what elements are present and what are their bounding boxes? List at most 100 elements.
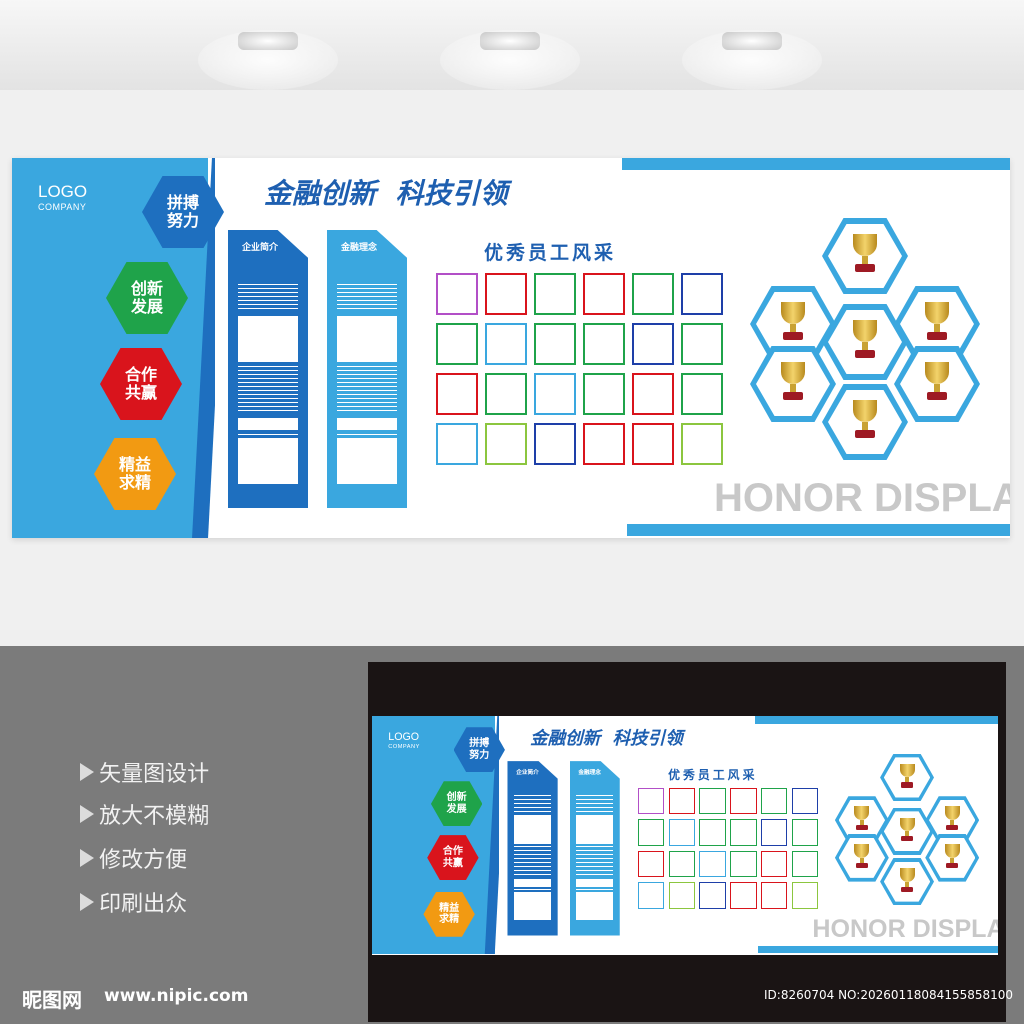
trophy-stem	[860, 857, 864, 863]
staff-photo-frame	[760, 788, 788, 815]
staff-photo-frame	[632, 423, 674, 465]
staff-photo-frame	[699, 819, 726, 846]
watermark-brand: 昵图网	[22, 988, 82, 1012]
trophy-icon	[853, 400, 877, 422]
staff-photo-frame	[583, 373, 625, 415]
staff-photo-frame	[485, 423, 527, 465]
staff-photo-frame	[637, 788, 665, 815]
panel-finance-idea-photo	[575, 815, 614, 844]
trophy-stem	[905, 777, 909, 783]
arrow-icon	[80, 893, 94, 911]
value-hex-4: 精益 求精	[423, 891, 475, 937]
value-hex-2: 创新 发展	[430, 781, 483, 827]
trophy-base	[855, 264, 875, 272]
staff-title: 优秀员工风采	[668, 768, 758, 783]
value-hex-2: 创新 发展	[106, 262, 188, 334]
trophy-base	[927, 392, 947, 400]
trophy-icon	[944, 843, 960, 858]
panel-finance-idea-lines	[575, 795, 614, 813]
bottom-accent-bar	[757, 945, 998, 954]
trophy-stem	[950, 857, 955, 863]
honor-display-text: HONOR DISPLAY	[714, 476, 1010, 520]
panel-company-intro-lines	[238, 284, 298, 312]
trophy-icon	[925, 302, 949, 324]
trophy-stem	[934, 324, 940, 332]
staff-photo-frame	[436, 323, 478, 365]
staff-photo-frame	[791, 882, 818, 909]
staff-photo-frame	[485, 273, 527, 315]
staff-photo-frame	[668, 819, 696, 846]
trophy-base	[783, 332, 803, 340]
logo: LOGO	[38, 182, 88, 201]
panel-company-intro-photo	[238, 438, 298, 484]
staff-photo-frame	[637, 850, 665, 878]
trophy-icon	[899, 867, 915, 882]
staff-photo-frame	[534, 423, 576, 465]
panel-company-intro-photo	[238, 418, 298, 430]
value-hex-3: 合作 共赢	[427, 835, 479, 881]
company-name: COMPANY	[38, 202, 87, 212]
staff-photo-frame	[760, 882, 788, 909]
trophy-icon	[854, 843, 870, 858]
headline: 金融创新 科技引领	[264, 177, 508, 210]
arrow-icon	[80, 849, 94, 867]
trophy-stem	[862, 342, 868, 350]
trophy-icon	[781, 362, 805, 384]
staff-photo-frame	[436, 273, 478, 315]
panel-finance-idea-lines	[337, 284, 397, 312]
staff-photo-frame	[760, 850, 788, 878]
top-accent-bar	[754, 716, 998, 724]
staff-photo-frame	[791, 788, 818, 815]
staff-photo-frame	[699, 788, 726, 815]
company-name: COMPANY	[388, 743, 420, 750]
trophy-base	[855, 350, 875, 358]
trophy-icon	[781, 302, 805, 324]
value-hex-3: 合作 共赢	[100, 348, 182, 420]
staff-photo-frame	[436, 373, 478, 415]
panel-finance-idea-lines	[337, 366, 397, 414]
trophy-icon	[899, 817, 915, 832]
staff-photo-frame	[436, 423, 478, 465]
trophy-icon	[854, 806, 870, 821]
spotlight-icon	[480, 32, 540, 50]
staff-photo-frame	[534, 373, 576, 415]
panel-company-intro-photo	[513, 891, 552, 921]
trophy-base	[945, 825, 959, 831]
feature-item: 矢量图设计	[80, 756, 209, 788]
trophy-base	[900, 782, 914, 788]
panel-company-intro-title: 企业简介	[516, 770, 539, 777]
staff-photo-frame	[534, 323, 576, 365]
panel-finance-idea-title: 金融理念	[341, 243, 378, 253]
feature-label: 印刷出众	[99, 892, 188, 917]
top-accent-bar	[622, 158, 1010, 170]
headline: 金融创新 科技引领	[530, 728, 683, 749]
feature-item: 印刷出众	[80, 886, 187, 918]
trophy-stem	[934, 384, 940, 392]
trophy-icon	[944, 806, 960, 821]
staff-photo-frame	[668, 882, 696, 909]
value-hex-1: 拼搏 努力	[453, 727, 505, 773]
staff-photo-frame	[583, 423, 625, 465]
trophy-base	[783, 392, 803, 400]
staff-photo-frame	[730, 819, 757, 846]
watermark-id: ID:8260704 NO:20260118084155858100	[764, 988, 1014, 1002]
staff-photo-frame	[637, 819, 665, 846]
staff-photo-frame	[791, 819, 818, 846]
panel-finance-idea-photo	[337, 418, 397, 430]
panel-company-intro-lines	[238, 366, 298, 414]
staff-photo-frame	[583, 323, 625, 365]
feature-label: 修改方便	[99, 848, 188, 873]
watermark-url: www.nipic.com	[104, 986, 249, 1006]
staff-photo-frame	[534, 273, 576, 315]
trophy-stem	[790, 384, 796, 392]
trophy-icon	[853, 234, 877, 256]
panel-company-intro-photo	[513, 879, 552, 887]
arrow-icon	[80, 805, 94, 823]
staff-photo-frame	[632, 273, 674, 315]
logo: LOGO	[388, 731, 420, 744]
panel-finance-idea-title: 金融理念	[578, 770, 601, 777]
trophy-base	[855, 430, 875, 438]
staff-photo-frame	[485, 323, 527, 365]
